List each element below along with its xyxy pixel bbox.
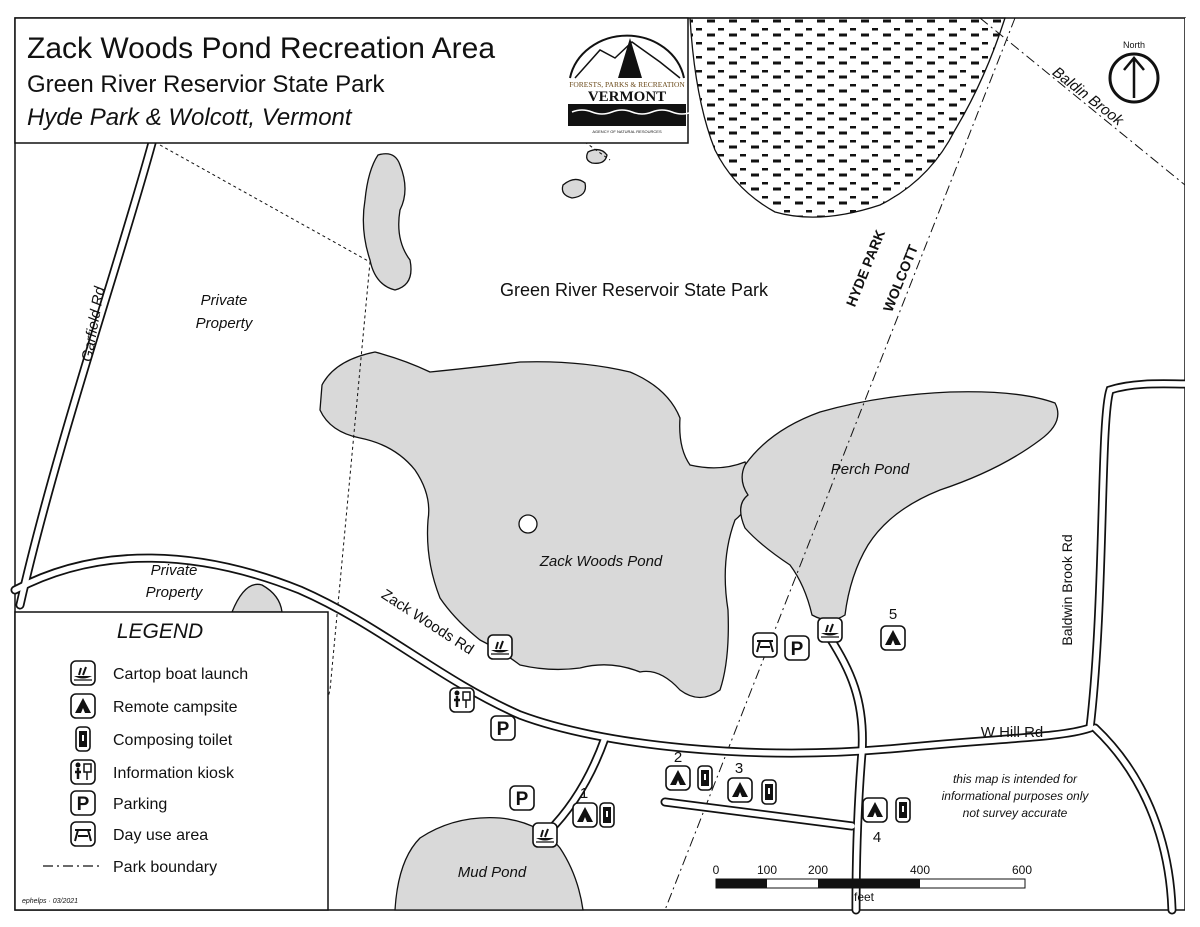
boat-launch-icon[interactable] (818, 618, 842, 642)
brook-boundary (979, 17, 1186, 186)
label-private: Private (201, 292, 248, 309)
wetland-area (689, 17, 1006, 218)
scale-tick: 0 (713, 863, 720, 877)
legend-parking-icon (71, 791, 95, 815)
perch-pond (740, 391, 1059, 621)
legend-item-label: Composing toilet (113, 732, 233, 749)
label-state-park: Green River Reservoir State Park (500, 280, 769, 300)
legend-item-label: Information kiosk (113, 765, 235, 782)
parking-icon[interactable] (491, 716, 515, 740)
title-sub: Green River Reservior State Park (27, 71, 385, 98)
scale-unit: feet (854, 890, 875, 904)
legend-item-label: Remote campsite (113, 699, 238, 716)
legend-boat-launch-icon (71, 661, 95, 685)
campsite-number: 3 (735, 760, 743, 777)
campsite-icon[interactable] (573, 803, 597, 827)
day-use-icon[interactable] (753, 633, 777, 657)
scale-tick: 400 (910, 863, 930, 877)
campsite-icon[interactable] (881, 626, 905, 650)
private-pond (231, 583, 283, 613)
legend-item-label: Parking (113, 796, 167, 813)
label-w-hill-rd: W Hill Rd (981, 724, 1044, 741)
label-baldwin-brook-rd: Baldwin Brook Rd (1059, 534, 1075, 645)
toilet-icon[interactable] (599, 802, 615, 828)
legend-item-label: Day use area (113, 827, 208, 844)
disclaimer-line: this map is intended for (953, 772, 1078, 786)
legend-campsite-icon (71, 694, 95, 718)
campsite-icon[interactable] (666, 766, 690, 790)
legend-kiosk-icon (71, 760, 95, 784)
island (518, 514, 538, 534)
kiosk-icon[interactable] (450, 688, 474, 712)
disclaimer-line: informational purposes only (942, 789, 1090, 803)
campsite-icon[interactable] (728, 778, 752, 802)
private-property-boundary (159, 144, 371, 911)
small-pond (561, 178, 587, 199)
toilet-icon[interactable] (895, 797, 911, 823)
toilet-icon[interactable] (697, 765, 713, 791)
logo-text-main: VERMONT (588, 89, 666, 105)
roads (10, 138, 1190, 915)
northern-pond (362, 153, 412, 291)
disclaimer-line: not survey accurate (963, 806, 1068, 820)
label-mud-pond: Mud Pond (458, 864, 527, 881)
label-zack-woods-pond: Zack Woods Pond (539, 553, 663, 570)
boat-launch-icon[interactable] (533, 823, 557, 847)
scale-tick: 200 (808, 863, 828, 877)
small-pond-2 (586, 148, 608, 164)
toilet-icon[interactable] (761, 779, 777, 805)
campsite-number: 1 (580, 785, 588, 802)
legend-box (14, 611, 329, 911)
label-property-2: Property (146, 584, 204, 601)
vermont-fpr-logo: FORESTS, PARKS & RECREATION VERMONT AGEN… (568, 34, 693, 134)
parking-icon[interactable] (510, 786, 534, 810)
logo-text-bottom: AGENCY OF NATURAL RESOURCES (592, 129, 662, 134)
map-credit: ephelps · 03/2021 (22, 898, 78, 905)
legend-day-use-icon (71, 822, 95, 846)
label-property: Property (196, 315, 254, 332)
label-perch-pond: Perch Pond (831, 461, 910, 478)
title-main: Zack Woods Pond Recreation Area (27, 32, 495, 65)
parking-icon[interactable] (785, 636, 809, 660)
campsite-number: 4 (873, 829, 881, 846)
legend-item-label: Cartop boat launch (113, 666, 248, 683)
scale-bar: 0 100 200 400 600 feet (713, 863, 1033, 904)
legend-toilet-icon (75, 726, 91, 752)
campsite-icon[interactable] (863, 798, 887, 822)
logo-text-top: FORESTS, PARKS & RECREATION (569, 80, 685, 89)
boat-launch-icon[interactable] (488, 635, 512, 659)
campsite-number: 2 (674, 749, 682, 766)
scale-tick: 600 (1012, 863, 1032, 877)
legend-title: LEGEND (117, 620, 203, 643)
scale-tick: 100 (757, 863, 777, 877)
title-location: Hyde Park & Wolcott, Vermont (27, 104, 353, 131)
campsite-number: 5 (889, 606, 897, 623)
north-label: North (1123, 40, 1145, 50)
legend-item-label: Park boundary (113, 859, 217, 876)
label-private-2: Private (151, 562, 198, 579)
north-arrow-icon (1108, 52, 1160, 104)
